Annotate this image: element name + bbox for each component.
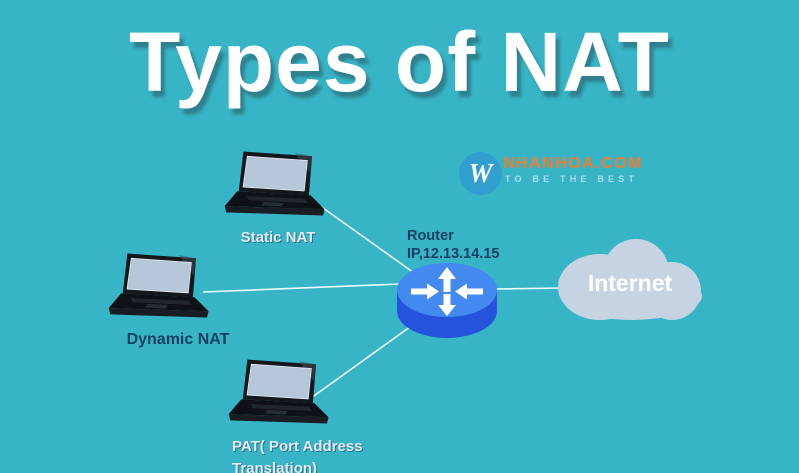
internet-label: Internet <box>587 270 673 296</box>
pat-laptop-icon <box>228 359 329 424</box>
router-arrows-icon <box>411 267 483 316</box>
internet-cloud-icon <box>558 239 702 320</box>
static-nat-laptop-icon <box>224 151 325 216</box>
line-router-to-internet <box>495 287 564 290</box>
pat-label: PAT( Port Address Translation) <box>232 436 402 473</box>
watermark-brand: NHANHOA.COM <box>503 155 644 172</box>
router-icon <box>397 263 497 338</box>
dynamic-nat-laptop-icon <box>108 253 209 318</box>
router-label: Router IP,12.13.14.15 <box>407 227 547 263</box>
watermark-tagline: TO BE THE BEST <box>505 174 639 184</box>
router-label-name: Router <box>407 228 454 244</box>
line-dynamic-to-router <box>202 283 401 293</box>
watermark: W NHANHOA.COM TO BE THE BEST <box>459 152 659 198</box>
line-pat-to-router <box>310 318 422 399</box>
pat-label-line1: PAT( Port Address <box>232 438 363 455</box>
watermark-monogram-icon: W <box>459 152 502 195</box>
router-label-ip: IP,12.13.14.15 <box>407 246 500 262</box>
page-title: Types of NAT <box>129 15 670 109</box>
pat-label-line2: Translation) <box>232 460 318 473</box>
static-nat-label: Static NAT <box>240 229 316 246</box>
line-static-to-router <box>315 202 425 281</box>
dynamic-nat-label: Dynamic NAT <box>126 331 230 348</box>
connection-lines <box>202 202 564 399</box>
